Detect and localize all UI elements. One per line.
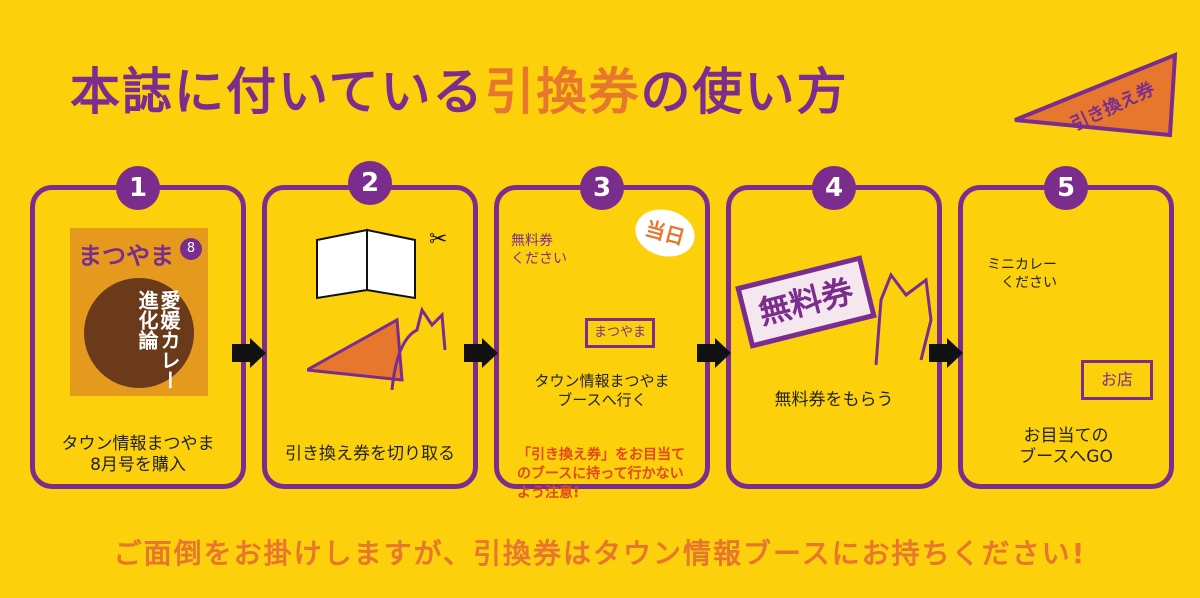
magazine-cover: まつやま 8 愛媛カレー進化論 — [70, 228, 208, 396]
svg-text:✂: ✂ — [429, 227, 447, 252]
ticket-icon: 引き換え券 — [1014, 51, 1178, 138]
magazine-logo: まつやま — [78, 242, 174, 270]
book-scissors-cat-illustration: ✂ — [307, 227, 447, 390]
step-3-card: 3 無料券ください 当日 まつやま タウン情報まつやまブースへ行く 「引き換え券… — [494, 166, 710, 501]
step-4-card: 4 無料券 無料券をもらう — [726, 166, 942, 489]
step-2-card: ✂ 引き換え券を切り取る — [262, 185, 478, 489]
magazine-headline: 愛媛カレー進化論 — [135, 290, 181, 390]
step-4-caption: 無料券をもらう — [774, 390, 894, 410]
step-number: 3 — [580, 166, 624, 210]
step-number: 1 — [116, 166, 160, 210]
today-badge: 当日 — [630, 203, 700, 263]
cat-illustration — [874, 271, 933, 366]
footer-note: ご面倒をお掛けしますが、引換券はタウン情報ブースにお持ちください! — [113, 537, 1087, 570]
page-title: 本誌に付いている引換券の使い方 — [70, 52, 849, 124]
step-3-caption: タウン情報まつやまブースへ行く — [534, 372, 670, 409]
step-number: 4 — [812, 166, 856, 210]
title-part2: の使い方 — [640, 63, 849, 121]
step-2-caption: 引き換え券を切り取る — [285, 444, 455, 464]
speech-bubble: 無料券ください — [511, 233, 567, 267]
booth-sign: まつやま — [585, 318, 655, 348]
step-5-card: 5 ミニカレーください お店 お目当てのブースへGO — [958, 166, 1174, 489]
magazine-issue: 8 — [180, 238, 202, 260]
free-ticket-stamp: 無料券 — [735, 255, 877, 349]
step-5-caption: お目当てのブースへGO — [1019, 426, 1113, 467]
shop-sign: お店 — [1081, 360, 1153, 400]
step-number: 5 — [1044, 166, 1088, 210]
speech-bubble: ミニカレーください — [987, 257, 1057, 291]
step-number: 2 — [348, 161, 392, 205]
title-part1: 本誌に付いている — [70, 63, 485, 121]
warning-note: 「引き換え券」をお目当てのブースに持って行かないよう注意! — [517, 447, 685, 501]
title-highlight: 引換券 — [484, 63, 641, 121]
